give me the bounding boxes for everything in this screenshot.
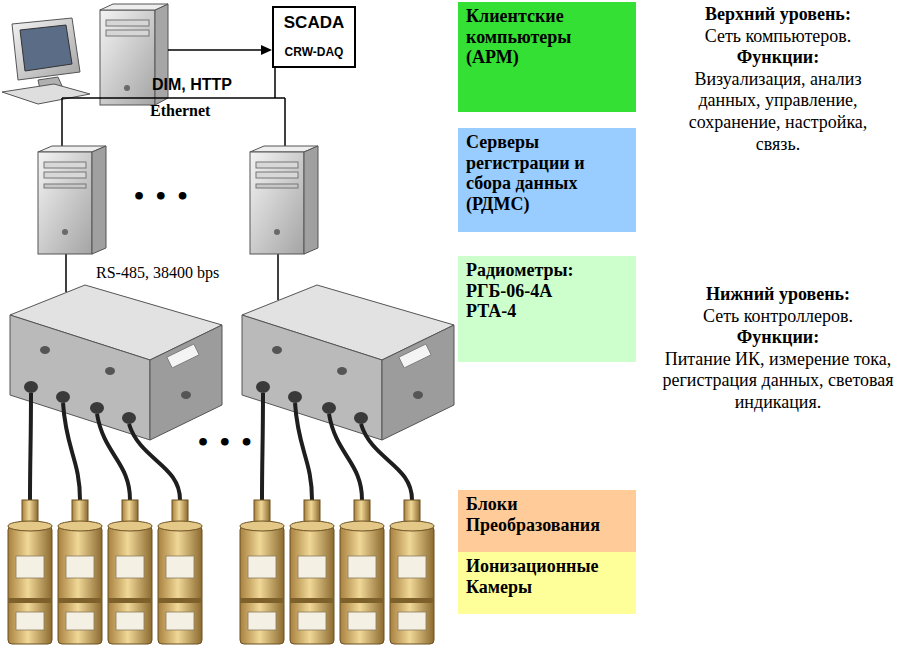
network-line-part: [284, 98, 286, 146]
workstation-part: [100, 10, 155, 105]
ellipsis-mark: • • •: [196, 430, 254, 455]
network-line-part: [65, 254, 67, 292]
workstation-part: [20, 25, 72, 71]
network-line-part: [62, 97, 285, 99]
server-tower: [250, 146, 318, 254]
radiometer-station: [240, 285, 454, 644]
workstation: [2, 4, 168, 105]
arrow-head: [261, 45, 272, 55]
band-text: Радиометры:: [466, 260, 628, 281]
protocol-label: DIM, HTTP: [152, 76, 232, 94]
scada-box: SCADA CRW-DAQ: [272, 6, 356, 68]
level-heading: Верхний уровень:: [640, 4, 916, 26]
radiometer-station: [8, 285, 222, 644]
level-subtitle: Сеть контроллеров.: [640, 306, 916, 328]
level-band: Ионизационные Камеры: [458, 552, 636, 614]
functions-text: Визуализация, анализ данных, управление,…: [688, 69, 868, 155]
network-line-part: [61, 98, 63, 146]
functions-text: Питание ИК, измерение тока, регистрация …: [660, 349, 896, 414]
workstation-part: [106, 30, 149, 36]
software-name: CRW-DAQ: [277, 45, 351, 59]
band-text: Серверы регистрации и сбора данных (РДМС…: [466, 132, 628, 215]
workstation-part: [100, 4, 168, 10]
level-band: Серверы регистрации и сбора данных (РДМС…: [458, 128, 636, 232]
level-heading: Нижний уровень:: [640, 284, 916, 306]
band-text: Блоки Преобразования: [466, 494, 628, 535]
workstation-part: [124, 85, 130, 91]
workstation-part: [106, 20, 149, 26]
workstation-part: [12, 18, 80, 80]
level-subtitle: Сеть компьютеров.: [640, 26, 916, 48]
level-band: Блоки Преобразования: [458, 490, 636, 552]
bus-label: RS-485, 38400 bps: [96, 264, 219, 282]
server-tower: [38, 146, 106, 254]
system-name: SCADA: [277, 13, 351, 33]
level-band: Клиентские компьютеры (АРМ): [458, 2, 636, 112]
band-text: РТА-4: [466, 301, 628, 322]
network-line-part: [168, 49, 262, 51]
level-band: Радиометры:РГБ-06-4АРТА-4: [458, 256, 636, 362]
functions-heading: Функции:: [640, 327, 916, 349]
band-text: Ионизационные Камеры: [466, 556, 628, 597]
network-label: Ethernet: [150, 102, 210, 120]
band-text: РГБ-06-4А: [466, 281, 628, 302]
workstation-part: [2, 84, 90, 104]
band-text: Клиентские компьютеры (АРМ): [466, 6, 628, 68]
network-line-part: [277, 254, 279, 300]
functions-heading: Функции:: [640, 47, 916, 69]
ellipsis-mark: • • •: [132, 184, 190, 209]
